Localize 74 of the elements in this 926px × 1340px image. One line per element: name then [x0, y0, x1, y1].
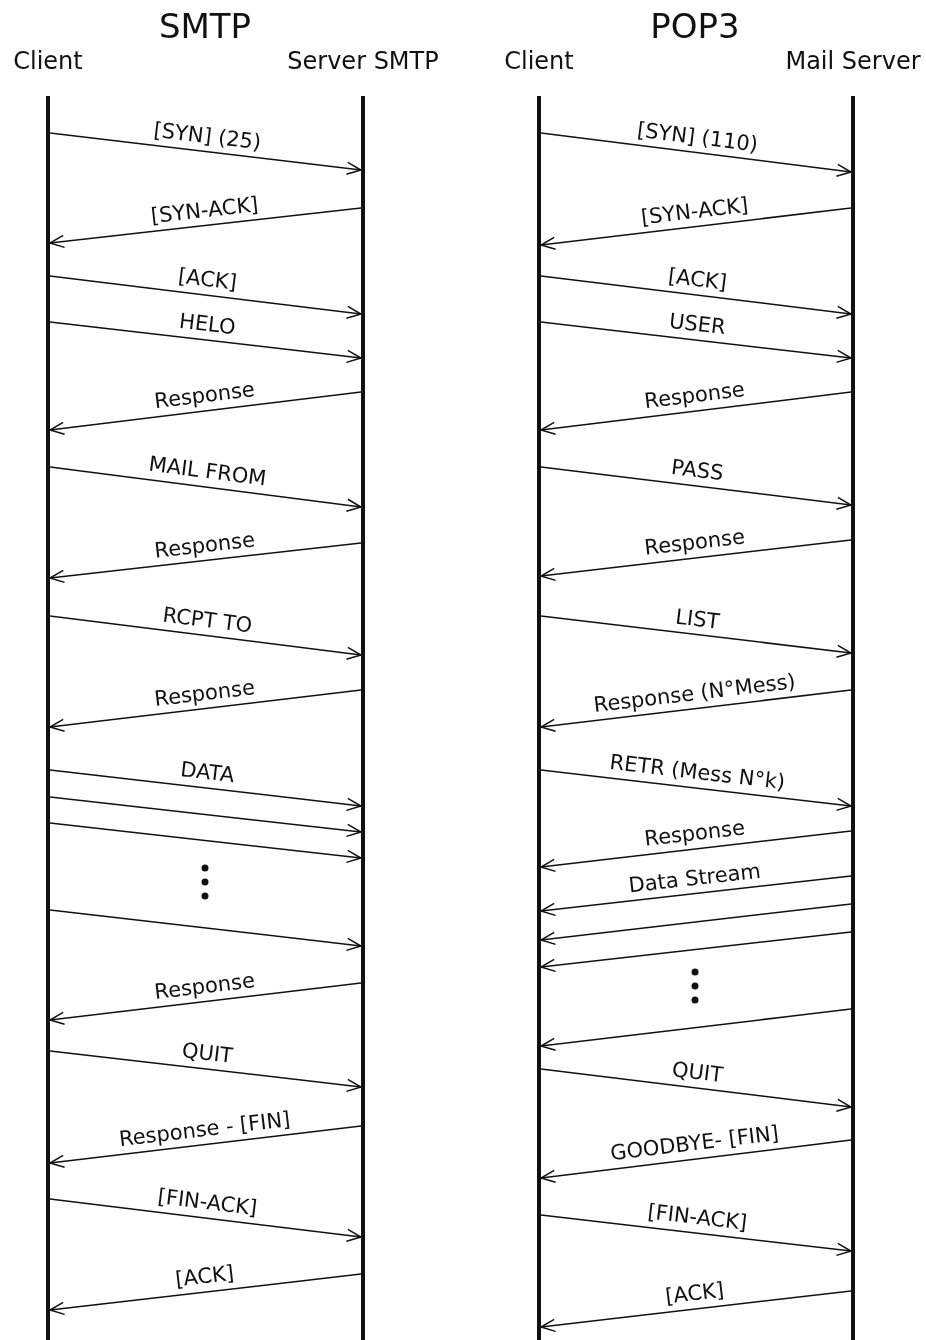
message-arrow — [49, 1125, 362, 1169]
edge-label: [ACK] — [176, 263, 238, 295]
message-arrow — [540, 615, 852, 659]
message-arrow — [540, 1214, 852, 1257]
message-arrow — [540, 275, 852, 319]
message-arrow — [49, 689, 362, 733]
participant-name: Client — [503, 46, 575, 76]
edge-label: [SYN] (110) — [635, 117, 760, 157]
message-arrow — [49, 796, 362, 838]
edge-label: [SYN-ACK] — [149, 191, 260, 228]
message-arrow — [49, 822, 362, 864]
edge-label: RCPT TO — [161, 602, 253, 638]
edge-label: HELO — [177, 308, 237, 340]
edge-label: [ACK] — [666, 263, 729, 295]
protocol-heading: POP3 — [650, 6, 740, 46]
message-arrow — [540, 132, 852, 177]
message-arrow — [540, 689, 852, 733]
message-arrow — [540, 903, 852, 946]
message-arrow — [540, 1068, 852, 1112]
edge-label: Response — [152, 674, 256, 711]
message-arrow — [540, 539, 852, 582]
edge-label: DATA — [178, 757, 236, 788]
edge-label: [ACK] — [664, 1277, 726, 1309]
message-arrow — [540, 207, 852, 251]
message-arrow — [49, 909, 362, 952]
edge-label: QUIT — [670, 1057, 725, 1088]
edge-label: Response — [643, 815, 747, 851]
edge-label: LIST — [674, 604, 721, 634]
message-arrow — [540, 830, 852, 873]
message-arrow — [49, 769, 362, 812]
edge-label: Response — [152, 527, 256, 563]
edge-label: Data Stream — [627, 858, 762, 897]
edge-label: Response — [643, 524, 747, 560]
message-arrow — [540, 875, 852, 917]
edge-label: [FIN-ACK] — [155, 1184, 258, 1221]
edge-label: RETR (Mess N°k) — [608, 750, 787, 795]
edge-label: QUIT — [180, 1038, 234, 1068]
edge-label: Response — [643, 377, 747, 414]
edge-label: Response — [152, 967, 256, 1004]
message-arrow — [49, 132, 362, 176]
edge-label: Response (N°Mess) — [592, 668, 797, 717]
message-arrow — [540, 321, 852, 364]
edge-label: USER — [667, 308, 727, 340]
message-arrow — [49, 615, 362, 660]
message-arrow — [49, 321, 362, 364]
message-arrow — [540, 1008, 852, 1052]
edge-label: GOODBYE- [FIN] — [608, 1120, 781, 1166]
message-arrow — [49, 391, 362, 435]
message-arrow — [49, 982, 362, 1026]
edge-label: PASS — [670, 455, 725, 486]
edge-label: MAIL FROM — [146, 451, 268, 491]
edge-label: [SYN] (25) — [151, 117, 262, 154]
edge-label: [ACK] — [173, 1260, 235, 1292]
protocol-heading: SMTP — [158, 6, 252, 46]
message-arrow — [49, 275, 362, 319]
message-arrow — [49, 542, 362, 584]
message-arrow — [49, 207, 362, 249]
message-arrow — [49, 1273, 362, 1316]
message-arrow — [540, 931, 852, 973]
message-arrow — [540, 769, 852, 812]
edge-label: Response — [152, 377, 256, 414]
edge-label: [SYN-ACK] — [639, 192, 750, 229]
message-arrow — [540, 1290, 852, 1333]
message-arrow — [49, 466, 362, 512]
participant-name: Client — [12, 46, 84, 76]
participant-name: Mail Server — [784, 46, 922, 76]
message-arrow — [540, 466, 852, 510]
message-arrow — [540, 391, 852, 435]
edge-label: [FIN-ACK] — [646, 1199, 749, 1235]
message-arrow — [49, 1198, 362, 1242]
edge-label: Response - [FIN] — [117, 1106, 291, 1151]
message-arrow — [49, 1050, 362, 1093]
message-arrow — [540, 1139, 852, 1183]
participant-name: Server SMTP — [286, 46, 440, 76]
